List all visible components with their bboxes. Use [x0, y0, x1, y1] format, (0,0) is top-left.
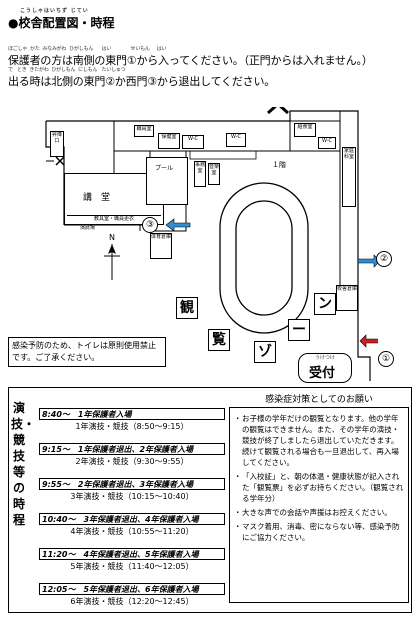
precaution-item: 大きな声での会話や声援はお控えください。 — [234, 507, 404, 518]
slot-1-head: 8:40〜 1年保護者入場 — [39, 408, 225, 420]
room-dining: 給食室 — [294, 123, 316, 137]
room-gym-entrance: 演武場 — [80, 225, 96, 231]
slot-1-sub: 1年演技・競技（8:50〜9:15） — [75, 422, 189, 431]
track-label-kan: 観 — [176, 297, 198, 319]
track-label-n: ン — [314, 293, 336, 315]
exit-notice-ruby: で とき きたがわ ひがしもん にしもん たいしゅつ — [8, 67, 126, 73]
entry-notice-ruby: ほごしゃ かた みなみがわ ひがしもん はい せいもん はい — [8, 46, 167, 52]
slot-4-head: 10:40〜 3年保護者退出、4年保護者入場 — [39, 513, 225, 525]
slot-6-sub: 6年演技・競技（12:20〜12:45） — [70, 597, 194, 606]
slot-1: 8:40〜 1年保護者入場 1年演技・競技（8:50〜9:15） — [39, 408, 225, 434]
slot-2: 9:15〜 1年保護者退出、2年保護者入場 2年演技・競技（9:30〜9:55） — [39, 443, 225, 469]
slot-3: 9:55〜 2年保護者退出、3年保護者入場 3年演技・競技（10:15〜10:4… — [39, 478, 225, 504]
campus-map: 昇降口 講 堂 教具室・職員更衣 プール 事務室 音楽室 職員室 保健室 W-C… — [8, 107, 394, 383]
gate-2: ② — [376, 251, 392, 267]
room-storage: 体育倉庫 — [150, 233, 172, 259]
wc-2: W-C — [226, 133, 246, 147]
slot-2-sub: 2年演技・競技（9:30〜9:55） — [75, 457, 189, 466]
track-label-zo: ゾ — [254, 341, 276, 363]
precaution-item: マスク着用、消毒、密にならない等、感染予防にご協力ください。 — [234, 521, 404, 543]
slot-4: 10:40〜 3年保護者退出、4年保護者入場 4年演技・競技（10:55〜11:… — [39, 513, 225, 539]
schedule-section: 演技・競技等の時程 8:40〜 1年保護者入場 1年演技・競技（8:50〜9:1… — [8, 387, 412, 613]
precaution-title: 感染症対策としてのお願い — [265, 395, 373, 405]
north-arrow-icon — [104, 244, 120, 280]
slot-5: 11:20〜 4年保護者退出、5年保護者入場 5年演技・競技（11:40〜12:… — [39, 548, 225, 574]
slot-5-head: 11:20〜 4年保護者退出、5年保護者入場 — [39, 548, 225, 560]
toilet-note: 感染予防のため、トイレは原則使用禁止です。ご了承ください。 — [8, 337, 166, 367]
slot-6: 12:05〜 5年保護者退出、6年保護者入場 6年演技・競技（12:20〜12:… — [39, 583, 225, 609]
gate-1: ① — [378, 351, 394, 367]
slot-3-head: 9:55〜 2年保護者退出、3年保護者入場 — [39, 478, 225, 490]
room-office: 事務室 — [194, 161, 206, 187]
north-indicator: N — [102, 233, 122, 286]
gate-3: ③ — [142, 217, 158, 233]
floor-label: １階 — [272, 161, 286, 169]
map-outline — [45, 107, 378, 381]
room-shoe: 昇降口 — [50, 131, 64, 157]
room-library: 保健室 — [158, 133, 180, 149]
reception-bubble: うけつけ 受付 — [298, 353, 352, 383]
room-school-store: 校舎倉庫 — [336, 285, 358, 311]
slot-3-sub: 3年演技・競技（10:15〜10:40） — [70, 492, 194, 501]
room-hall: 家庭科室 — [342, 147, 356, 207]
room-music: 音楽室 — [208, 163, 220, 185]
precaution-item: お子様の学年だけの観覧となります。他の学年の観覧はできません。また、その学年の演… — [234, 413, 404, 468]
track-label-ichi: ー — [288, 319, 310, 341]
slot-6-head: 12:05〜 5年保護者退出、6年保護者入場 — [39, 583, 225, 595]
track-label-ran: 覧 — [208, 329, 230, 351]
schedule-side-label: 演技・競技等の時程 — [11, 401, 36, 527]
wc-3: W-C — [318, 137, 336, 149]
room-pool: プール — [146, 157, 188, 205]
exit-notice: で とき きたがわ ひがしもん にしもん たいしゅつ 出る時は北側の東門②か西門… — [8, 67, 275, 89]
wc-1: W-C — [182, 135, 204, 149]
reception-label: 受付 — [309, 366, 336, 381]
precaution-item: 「入校証」と、朝の体温・健康状態が記入された「観覧票」を必ずお持ちください。（観… — [234, 471, 404, 504]
slot-2-head: 9:15〜 1年保護者退出、2年保護者入場 — [39, 443, 225, 455]
precaution-panel: 感染症対策としてのお願い お子様の学年だけの観覧となります。他の学年の観覧はでき… — [229, 392, 409, 608]
page-title: こうしゃはいちず じてい ●校舎配置図・時程 — [8, 8, 114, 31]
precaution-list: お子様の学年だけの観覧となります。他の学年の観覧はできません。また、その学年の演… — [229, 407, 409, 603]
title-ruby: こうしゃはいちず じてい — [20, 8, 89, 14]
entry-notice: ほごしゃ かた みなみがわ ひがしもん はい せいもん はい 保護者の方は南側の… — [8, 46, 373, 68]
slot-5-sub: 5年演技・競技（11:40〜12:05） — [70, 562, 194, 571]
room-staff: 職員室 — [134, 125, 154, 137]
slot-4-sub: 4年演技・競技（10:55〜11:20） — [70, 527, 194, 536]
